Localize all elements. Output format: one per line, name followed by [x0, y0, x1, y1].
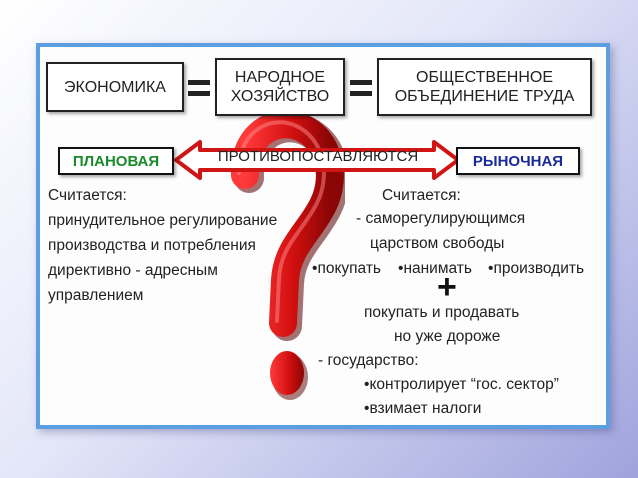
- left-line-3: директивно - адресным: [48, 262, 218, 279]
- economy-box: ЭКОНОМИКА: [46, 62, 184, 112]
- bullet-buy-text: покупать: [317, 260, 382, 277]
- bullet-hire: •нанимать: [398, 260, 472, 277]
- plus-sign: +: [437, 268, 457, 306]
- bullet-taxes-text: взимает налоги: [369, 400, 482, 417]
- bullet-taxes: •взимает налоги: [364, 400, 482, 417]
- national-economy-box: НАРОДНОЕ ХОЗЯЙСТВО: [215, 58, 345, 116]
- planned-label-text: ПЛАНОВАЯ: [72, 152, 160, 170]
- bullet-buy: •покупать: [312, 260, 382, 277]
- left-line-2: производства и потребления: [48, 237, 256, 254]
- right-line-1: - саморегулирующимся: [356, 210, 526, 227]
- right-line-4: но уже дороже: [394, 328, 501, 345]
- planned-economy-label: ПЛАНОВАЯ: [58, 147, 174, 175]
- left-line-1: принудительное регулирование: [48, 212, 278, 229]
- market-economy-label: РЫНОЧНАЯ: [456, 147, 580, 175]
- right-heading: Считается:: [382, 187, 461, 204]
- right-line-2: царством свободы: [370, 235, 505, 252]
- opposed-label: ПРОТИВОПОСТАВЛЯЮТСЯ: [217, 148, 419, 165]
- economy-label: ЭКОНОМИКА: [64, 78, 166, 96]
- social-labor-box: ОБЩЕСТВЕННОЕ ОБЪЕДИНЕНИЕ ТРУДА: [377, 58, 592, 116]
- national-economy-line2: ХОЗЯЙСТВО: [230, 88, 330, 105]
- bullet-controls-text: контролирует “гос. сектор”: [369, 376, 559, 393]
- social-labor-line2: ОБЪЕДИНЕНИЕ ТРУДА: [394, 88, 575, 105]
- right-line-3: покупать и продавать: [364, 304, 520, 321]
- equals-sign-1: [188, 80, 210, 96]
- bullet-produce-text: производить: [493, 260, 585, 277]
- bullet-controls: •контролирует “гос. сектор”: [364, 376, 559, 393]
- national-economy-line1: НАРОДНОЕ: [234, 69, 326, 86]
- bullet-hire-text: нанимать: [403, 260, 472, 277]
- social-labor-line1: ОБЩЕСТВЕННОЕ: [416, 69, 553, 86]
- right-line-5: - государство:: [318, 352, 419, 369]
- market-label-text: РЫНОЧНАЯ: [472, 152, 564, 170]
- equals-sign-2: [350, 80, 372, 96]
- left-heading: Считается:: [48, 187, 127, 204]
- left-line-4: управлением: [48, 287, 144, 304]
- bullet-produce: •производить: [488, 260, 585, 277]
